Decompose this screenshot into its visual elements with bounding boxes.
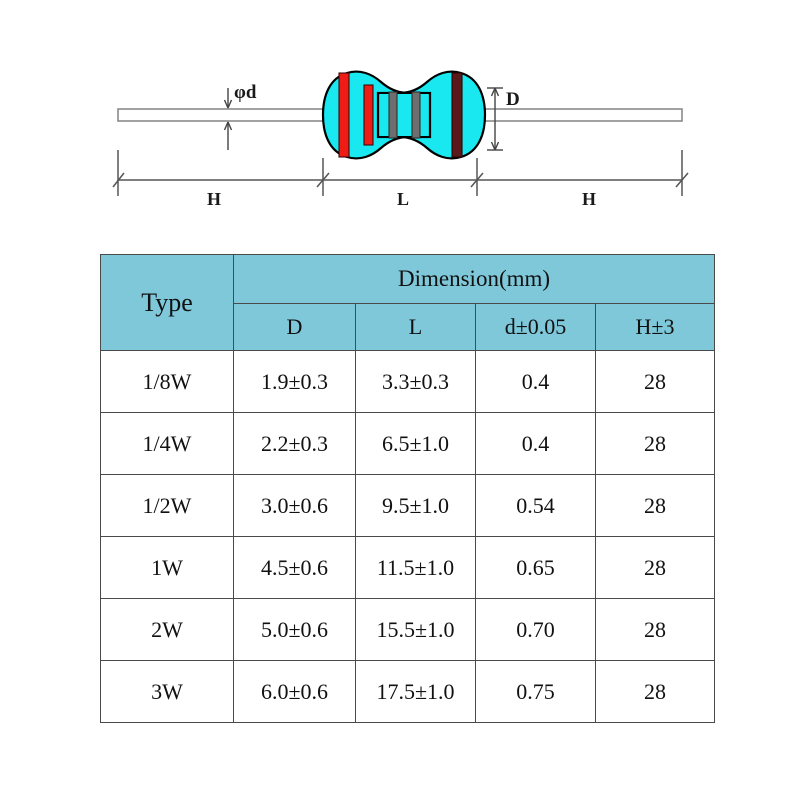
right-lead-length-label: H <box>582 189 596 209</box>
header-sub-d-tol: d±0.05 <box>475 303 596 351</box>
cell-d: 6.0±0.6 <box>233 660 356 723</box>
header-sub-h-tol: H±3 <box>594 303 716 351</box>
cell-type: 1/2W <box>100 474 234 537</box>
cell-d: 3.0±0.6 <box>233 474 356 537</box>
color-band-2-red <box>363 84 374 146</box>
resistor-diagram-svg: φd D H L H <box>112 70 689 209</box>
cell-d-tol: 0.75 <box>475 660 596 723</box>
table-header-row-1: Type Dimension(mm) <box>100 254 716 351</box>
cell-type: 1/8W <box>100 350 234 413</box>
cell-type: 3W <box>100 660 234 723</box>
cell-d-tol: 0.70 <box>475 598 596 661</box>
table-header: Type Dimension(mm) D L d±0.05 H±3 <box>100 254 716 351</box>
body-length-label: L <box>397 189 409 209</box>
left-lead-wire <box>117 108 324 122</box>
lead-diameter-label: φd <box>234 82 257 103</box>
header-type: Type <box>100 254 234 351</box>
header-sub-d: D <box>233 303 356 351</box>
cell-d: 1.9±0.3 <box>233 350 356 413</box>
cell-l: 3.3±0.3 <box>355 350 476 413</box>
cell-l: 9.5±1.0 <box>355 474 476 537</box>
cell-d-tol: 0.65 <box>475 536 596 599</box>
cell-h: 28 <box>594 350 716 413</box>
cell-h: 28 <box>594 412 716 475</box>
header-sub-l: L <box>355 303 476 351</box>
color-band-4-grey <box>411 91 421 139</box>
cell-d: 2.2±0.3 <box>233 412 356 475</box>
body-diameter-label: D <box>506 89 520 110</box>
cell-l: 17.5±1.0 <box>355 660 476 723</box>
cell-type: 1/4W <box>100 412 234 475</box>
resistor-diagram: φd D H L H <box>0 0 800 240</box>
cell-h: 28 <box>594 598 716 661</box>
cell-l: 11.5±1.0 <box>355 536 476 599</box>
cell-d-tol: 0.4 <box>475 350 596 413</box>
body-diameter-dimension <box>487 87 503 151</box>
color-band-5-dark <box>451 72 463 158</box>
cell-h: 28 <box>594 474 716 537</box>
cell-type: 2W <box>100 598 234 661</box>
color-band-1-red <box>338 72 350 158</box>
cell-h: 28 <box>594 536 716 599</box>
right-lead-wire <box>476 108 683 122</box>
cell-d-tol: 0.4 <box>475 412 596 475</box>
cell-d: 5.0±0.6 <box>233 598 356 661</box>
header-dimension: Dimension(mm) <box>232 254 716 304</box>
lead-diameter-dimension <box>223 88 233 150</box>
cell-h: 28 <box>594 660 716 723</box>
cell-l: 15.5±1.0 <box>355 598 476 661</box>
length-dimension-line <box>112 150 689 196</box>
cell-type: 1W <box>100 536 234 599</box>
cell-d-tol: 0.54 <box>475 474 596 537</box>
left-lead-length-label: H <box>207 189 221 209</box>
cell-d: 4.5±0.6 <box>233 536 356 599</box>
color-band-3-grey <box>388 91 398 139</box>
cell-l: 6.5±1.0 <box>355 412 476 475</box>
table-header-row-2: D L d±0.05 H±3 <box>101 303 716 351</box>
